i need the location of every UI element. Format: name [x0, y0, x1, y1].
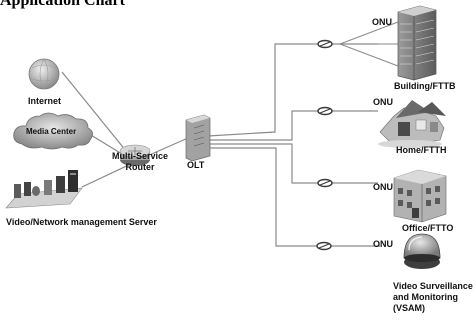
server-label: Video/Network management Server — [6, 217, 157, 227]
home-label: Home/FTTH — [396, 145, 447, 155]
olt-label: OLT — [187, 160, 205, 170]
onu-label-vsam: ONU — [373, 239, 393, 249]
onu-label-office: ONU — [373, 182, 393, 192]
office-label: Office/FTTO — [402, 223, 454, 233]
onu-label-home: ONU — [373, 97, 393, 107]
router-label-line2: Router — [125, 162, 155, 172]
vsam-label-line2: and Monitoring — [393, 292, 458, 302]
vsam-label-line1: Video Surveillance — [393, 281, 473, 291]
building-label: Building/FTTB — [394, 81, 456, 91]
router-label-line1: Multi-Service — [111, 151, 169, 161]
internet-label: Internet — [28, 96, 62, 106]
page-title: Application Chart — [0, 0, 125, 9]
onu-label-building: ONU — [372, 17, 392, 27]
vsam-label-line3: (VSAM) — [393, 303, 425, 313]
media-center-label: Media Center — [26, 127, 77, 136]
